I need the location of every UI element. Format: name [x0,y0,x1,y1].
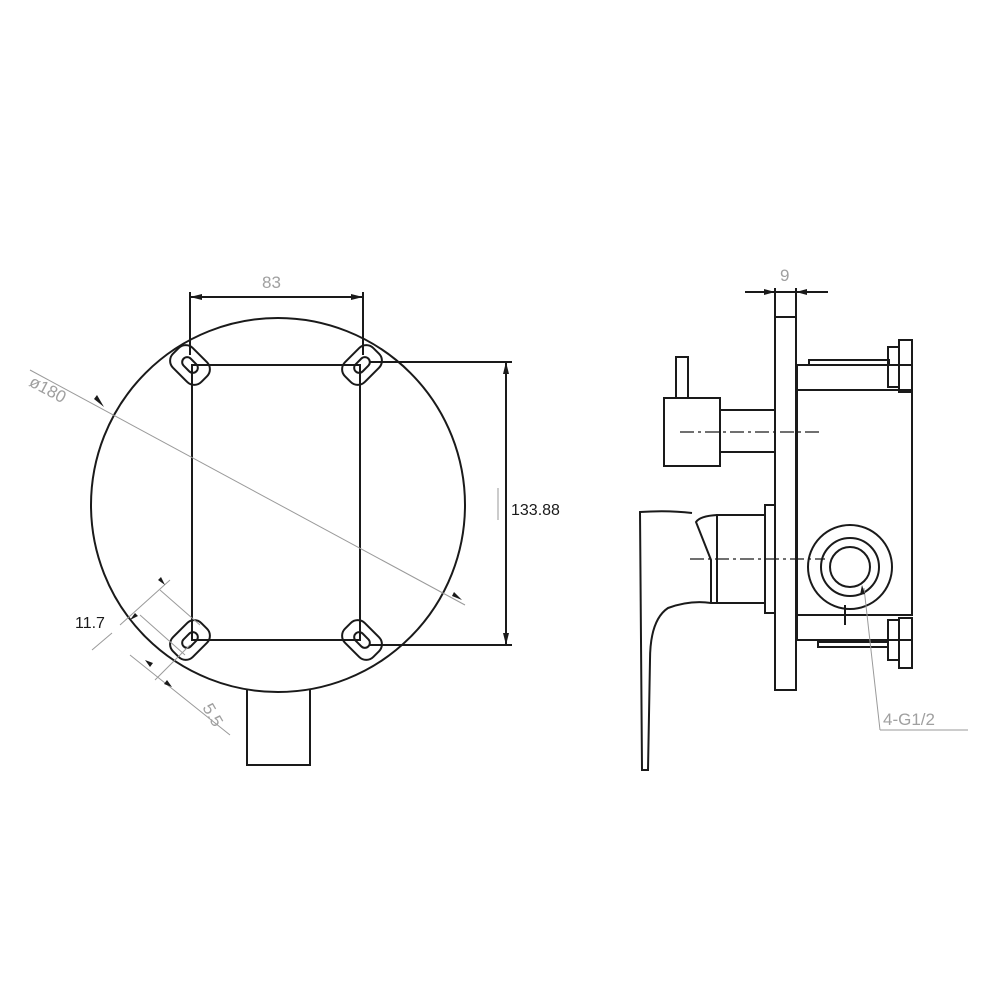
wall-plate [774,316,797,691]
lever-handle [638,504,825,771]
label-height: 133.88 [511,502,560,519]
box-outline [191,364,361,641]
mounting-slots [169,344,383,661]
diverter-knob [663,356,822,467]
dimension-diameter [29,369,466,606]
thread-leader [860,585,968,731]
cover-plate-outline [90,317,466,693]
spout-stub [246,690,311,766]
label-slot-length: 11.7 [75,615,105,632]
label-thread: 4-G1/2 [883,710,935,729]
label-plate-thickness: 9 [780,266,790,285]
dimension-height [370,361,512,646]
valve-body [796,339,913,669]
dimension-plate [745,288,828,317]
dimension-width [189,292,364,355]
front-view [29,292,512,766]
dimension-slot [91,577,231,736]
side-view [638,288,968,771]
label-width: 83 [262,273,281,292]
